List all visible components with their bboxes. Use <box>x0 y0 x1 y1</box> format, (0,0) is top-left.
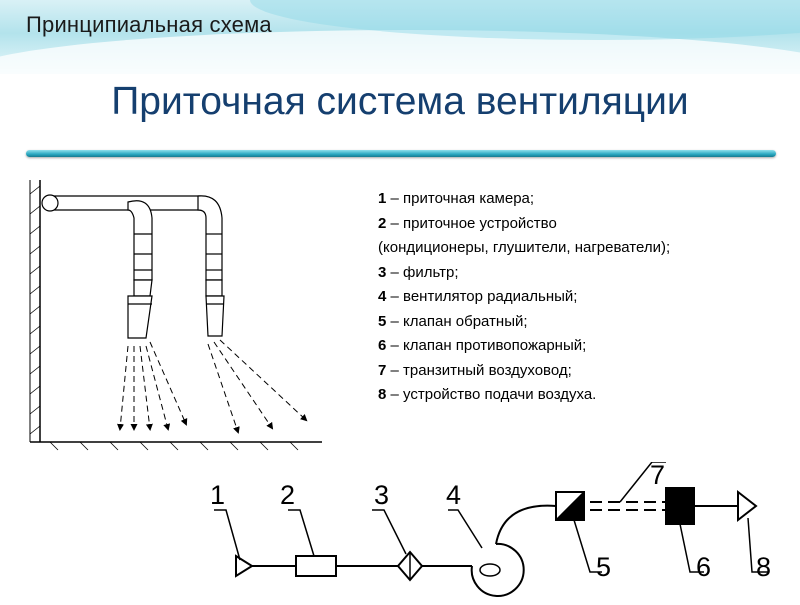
supply-chamber-symbol <box>235 554 254 578</box>
legend-item: 7 – транзитный воздуховод; <box>378 361 572 379</box>
legend-item: 8 – устройство подачи воздуха. <box>378 386 597 403</box>
slide-subtitle: Принципиальная схема <box>26 12 272 37</box>
schematic-svg: 1 2 3 4 5 6 7 8 <box>210 460 771 597</box>
right-drop-duct <box>197 195 223 281</box>
ventilation-schematic: 1 2 3 4 5 6 7 8 <box>196 460 800 600</box>
legend-item: 5 – клапан обратный; <box>378 312 528 330</box>
left-airflow-arrows <box>116 341 188 431</box>
left-diffuser <box>127 279 153 339</box>
callout-5: 5 <box>596 552 611 582</box>
legend-item: 6 – клапан противопожарный; <box>378 337 587 354</box>
horizontal-duct <box>41 194 201 212</box>
legend-item: 4 – вентилятор радиальный; <box>378 288 578 305</box>
supply-device-symbol <box>295 555 337 577</box>
duct-illustration-panel <box>10 174 330 462</box>
legend-item: 1 – приточная камера; <box>378 190 535 207</box>
callout-8: 8 <box>756 552 771 582</box>
air-supply-device-symbol <box>737 489 758 523</box>
legend-item: 3 – фильтр; <box>378 263 459 281</box>
callout-4: 4 <box>446 480 461 510</box>
legend-item: (кондиционеры, глушители, нагреватели); <box>378 239 671 256</box>
slide-title: Приточная система вентиляции <box>111 80 689 123</box>
right-airflow-arrows <box>207 339 308 434</box>
legend-item: 2 – приточное устройство <box>378 214 557 232</box>
callout-1: 1 <box>210 480 225 510</box>
fan-outlet-duct <box>495 504 557 545</box>
callout-7: 7 <box>650 462 665 490</box>
fan-impeller <box>479 563 501 577</box>
callout-leaders <box>214 461 768 573</box>
floor-hatching <box>49 441 299 451</box>
wall-hatching <box>29 185 41 435</box>
callout-3: 3 <box>374 480 389 510</box>
fire-damper-symbol <box>665 487 695 525</box>
duct-illustration <box>29 180 322 451</box>
left-drop-duct <box>127 200 153 281</box>
callout-2: 2 <box>280 480 295 510</box>
component-legend: 1 – приточная камера; 2 – приточное устр… <box>378 187 788 408</box>
title-divider <box>26 150 776 157</box>
right-diffuser <box>205 279 225 337</box>
header-band <box>0 0 800 74</box>
callout-6: 6 <box>696 552 711 582</box>
